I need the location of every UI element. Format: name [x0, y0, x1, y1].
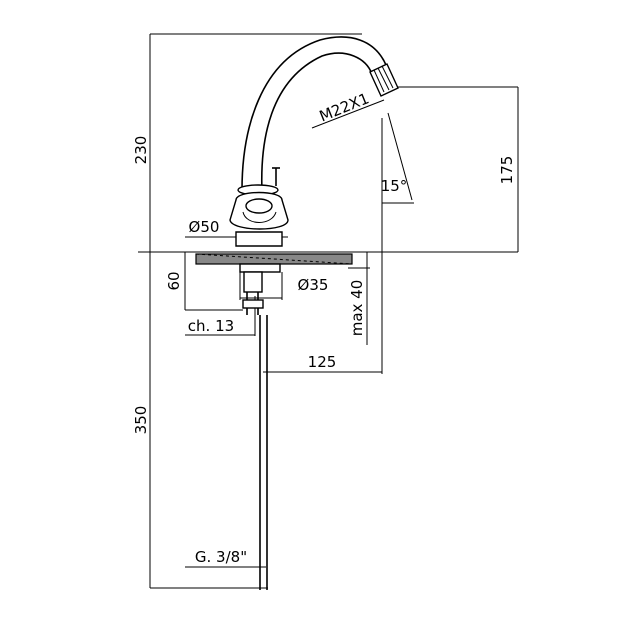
dimension-lines	[138, 33, 519, 589]
counter-plate	[195, 253, 353, 265]
faucet-spout	[241, 36, 399, 193]
label-thread-inlet: G. 3/8"	[195, 548, 247, 566]
label-height-total: 230	[132, 136, 150, 165]
label-max-thickness: max 40	[348, 280, 366, 337]
label-thread-spout: M22X1	[317, 89, 372, 125]
label-hex: ch. 13	[188, 317, 234, 335]
label-depth: 60	[165, 271, 183, 290]
inlet-pipe	[259, 315, 268, 590]
label-reach: 125	[308, 353, 337, 371]
label-angle: 15°	[381, 177, 408, 195]
faucet-knob	[229, 167, 289, 247]
mounting-stud	[239, 263, 281, 315]
label-pipe-length: 350	[132, 406, 150, 435]
label-spout-height: 175	[498, 156, 516, 185]
label-body-diameter: Ø35	[298, 276, 329, 294]
label-base-diameter: Ø50	[189, 218, 220, 236]
